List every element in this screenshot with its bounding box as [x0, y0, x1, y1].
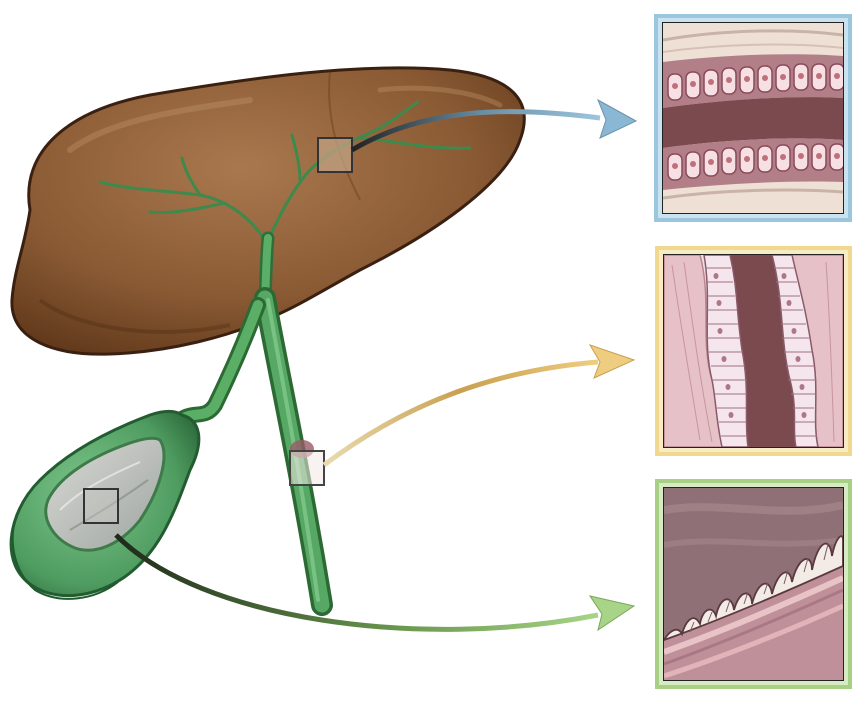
- gallbladder-sample-box: [84, 489, 118, 523]
- intrahepatic-duct-panel: [656, 16, 850, 220]
- folded-mucosa-icon: [664, 488, 843, 680]
- arrow-to-gallbladder: [116, 535, 634, 630]
- extrahepatic-duct-panel: [657, 248, 850, 454]
- columnar-epithelium-icon: [664, 255, 843, 447]
- intrahepatic-sample-box: [318, 138, 352, 172]
- arrow-to-extrahepatic: [324, 345, 634, 465]
- extrahepatic-sample-box: [290, 451, 324, 485]
- gallbladder-panel: [657, 481, 850, 687]
- cuboidal-epithelium-icon: [663, 23, 844, 213]
